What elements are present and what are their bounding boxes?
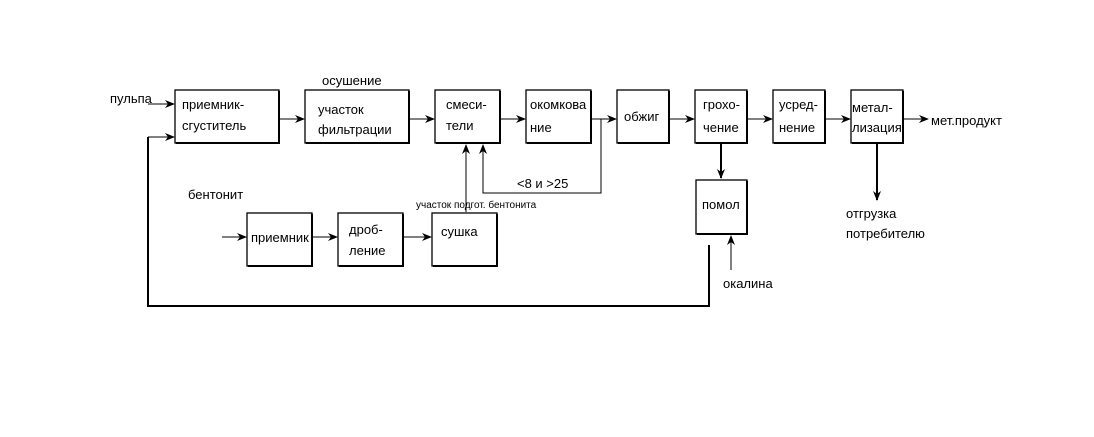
line-recycle-loop [147, 137, 710, 307]
box-receiver-thickener-line2: сгуститель [182, 118, 247, 133]
box-mixers: смеси- тели [434, 89, 501, 144]
label-bentonite-section: участок подгот. бентонита [416, 199, 537, 211]
box-firing: обжиг [616, 89, 670, 144]
box-receiver-label: приемник [251, 230, 309, 245]
box-filtration-line2: фильтрации [318, 122, 392, 137]
box-screening-line1: грохо- [703, 97, 740, 112]
box-grinding: помол [695, 179, 748, 235]
box-receiver-thickener-line1: приемник- [182, 97, 244, 112]
box-crushing-line2: ление [349, 243, 386, 258]
box-metallization-line2: лизация [852, 120, 902, 135]
box-filtration: участок фильтрации [304, 89, 410, 144]
box-grinding-label: помол [702, 197, 740, 212]
box-filtration-line1: участок [318, 102, 364, 117]
box-averaging-line1: усред- [779, 97, 818, 112]
box-pelletizing: окомкова ние [525, 89, 592, 144]
box-crushing: дроб- ление [337, 212, 404, 267]
box-pelletizing-line2: ние [530, 120, 552, 135]
box-mixers-line1: смеси- [446, 97, 487, 112]
box-receiver-thickener: приемник- сгуститель [174, 89, 280, 144]
box-metallization: метал- лизация [850, 89, 904, 144]
flow-connectors [147, 100, 929, 307]
box-screening: грохо- чение [694, 89, 748, 144]
label-pulpa: пульпа [110, 91, 153, 106]
arrow-size-return [479, 119, 602, 194]
label-scale: окалина [723, 276, 773, 291]
box-mixers-line2: тели [446, 118, 473, 133]
box-pelletizing-line1: окомкова [530, 97, 587, 112]
label-shipping-line1: отгрузка [846, 206, 897, 221]
label-shipping-line2: потребителю [846, 226, 925, 241]
box-receiver: приемник [246, 212, 313, 267]
box-firing-label: обжиг [624, 109, 659, 124]
box-averaging: усред- нение [772, 89, 826, 144]
box-crushing-line1: дроб- [349, 222, 383, 237]
box-screening-line2: чение [703, 120, 739, 135]
box-averaging-line2: нение [779, 120, 815, 135]
label-size-range: <8 и >25 [517, 176, 568, 191]
box-metallization-line1: метал- [852, 100, 893, 115]
label-drying-annotation: осушение [322, 73, 382, 88]
box-drying-label: сушка [441, 224, 478, 239]
label-bentonite: бентонит [188, 187, 243, 202]
label-product: мет.продукт [931, 113, 1002, 128]
box-drying: сушка [431, 212, 498, 267]
